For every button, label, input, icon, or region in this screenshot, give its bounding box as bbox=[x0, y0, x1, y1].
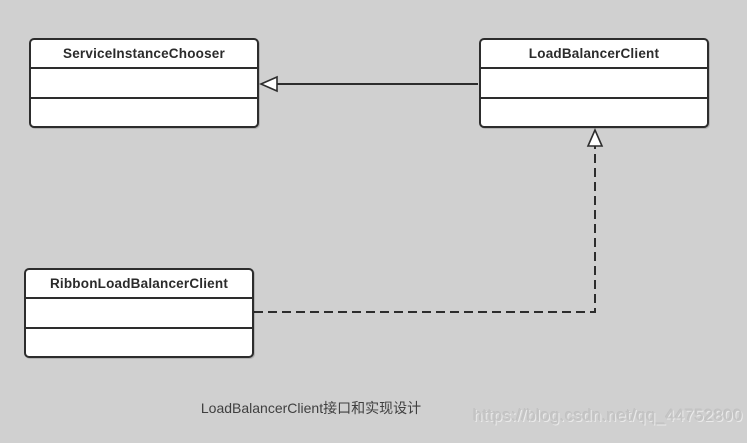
generalization-arrow bbox=[259, 75, 478, 93]
realization-arrow bbox=[254, 128, 604, 313]
methods-compartment bbox=[26, 329, 252, 357]
attributes-compartment bbox=[31, 69, 257, 99]
diagram-caption: LoadBalancerClient接口和实现设计 bbox=[200, 400, 422, 416]
csdn-watermark: https://blog.csdn.net/qq_44752800 bbox=[473, 407, 743, 425]
attributes-compartment bbox=[26, 299, 252, 329]
class-box-service-instance-chooser: ServiceInstanceChooser bbox=[29, 38, 259, 128]
class-name-label: LoadBalancerClient bbox=[481, 40, 707, 69]
methods-compartment bbox=[31, 99, 257, 127]
class-name-label: ServiceInstanceChooser bbox=[31, 40, 257, 69]
attributes-compartment bbox=[481, 69, 707, 99]
class-name-label: RibbonLoadBalancerClient bbox=[26, 270, 252, 299]
methods-compartment bbox=[481, 99, 707, 127]
class-box-ribbon-load-balancer-client: RibbonLoadBalancerClient bbox=[24, 268, 254, 358]
class-box-load-balancer-client: LoadBalancerClient bbox=[479, 38, 709, 128]
